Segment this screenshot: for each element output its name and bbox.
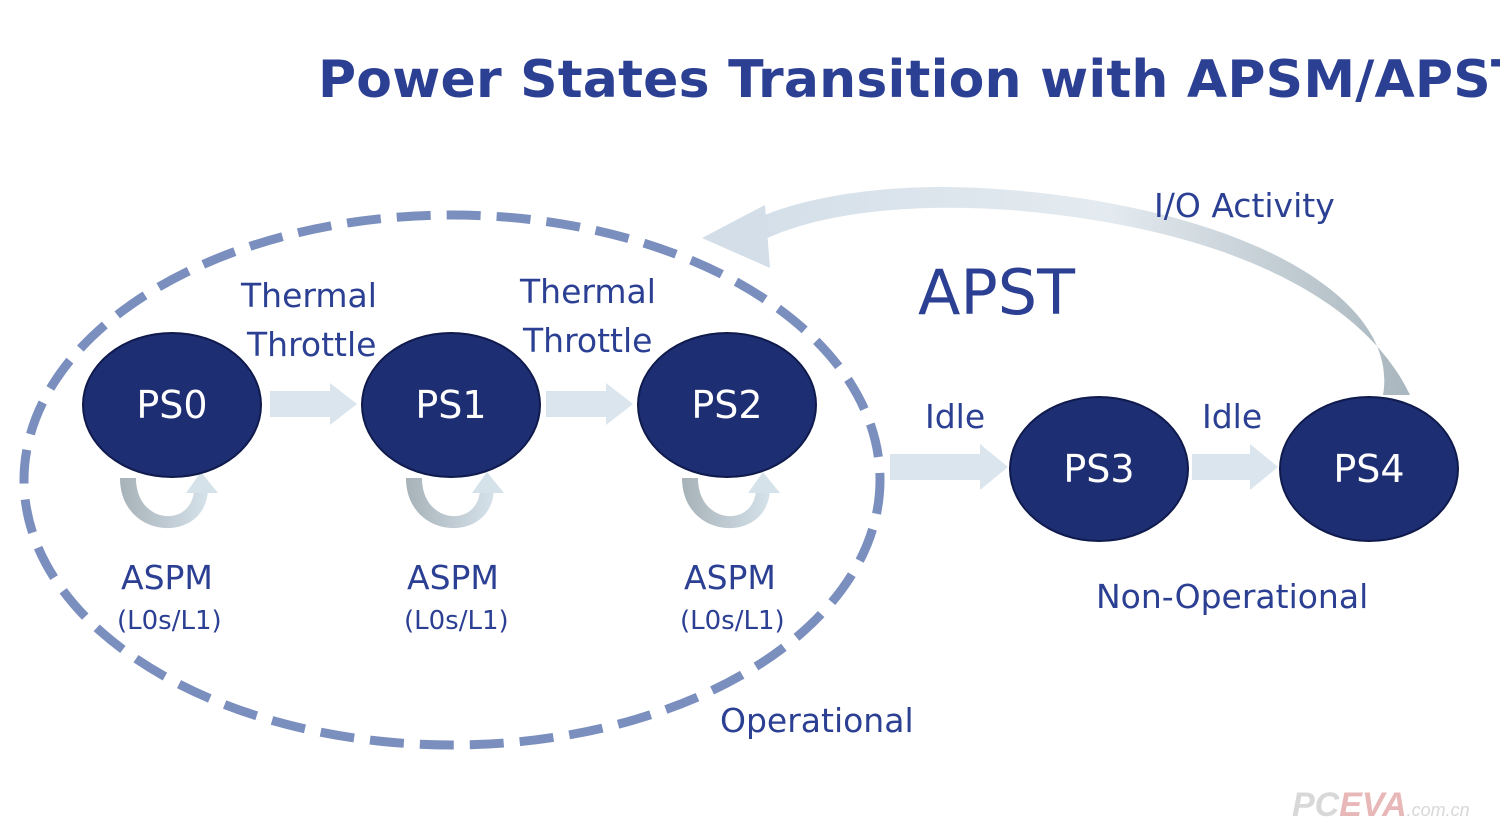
transition-label-ps0-ps1-line2: Throttle (247, 325, 377, 364)
operational-group-ellipse (19, 210, 885, 750)
io-activity-arrowhead (702, 205, 770, 268)
apst-label: APST (918, 256, 1076, 329)
self-loop-sublabel-ps1: (L0s/L1) (404, 606, 509, 636)
transition-label-ps1-ps2-line1: Thermal (520, 272, 656, 311)
self-loop-label-ps0: ASPM (121, 558, 213, 597)
group-label-non-operational: Non-Operational (1096, 577, 1369, 616)
self-loop-ps2 (682, 472, 780, 529)
state-node-ps1: PS1 (361, 332, 541, 478)
page-title: Power States Transition with APSM/APST (318, 50, 1500, 110)
self-loop-ps0 (120, 472, 218, 529)
group-label-operational: Operational (720, 701, 914, 740)
state-node-ps2: PS2 (637, 332, 817, 478)
transition-label-ps0-ps1-line1: Thermal (241, 276, 377, 315)
self-loop-sublabel-ps0: (L0s/L1) (117, 606, 222, 636)
watermark-logo: PCEVA.com.cn (1292, 786, 1470, 824)
io-activity-arc (735, 186, 1410, 395)
self-loop-sublabel-ps2: (L0s/L1) (680, 606, 785, 636)
self-loop-ps1 (406, 472, 504, 529)
arrow-ps1-ps2 (546, 383, 633, 425)
self-loop-label-ps1: ASPM (407, 558, 499, 597)
state-node-ps3: PS3 (1009, 396, 1189, 542)
transition-label-io-activity: I/O Activity (1154, 186, 1335, 225)
transition-label-ps3-ps4: Idle (1202, 397, 1263, 436)
state-node-ps0: PS0 (82, 332, 262, 478)
transition-label-ps2-ps3: Idle (925, 397, 986, 436)
arrow-ps0-ps1 (270, 383, 357, 425)
state-node-ps4: PS4 (1279, 396, 1459, 542)
arrow-ps2-ps3 (890, 444, 1008, 490)
self-loop-label-ps2: ASPM (684, 558, 776, 597)
transition-label-ps1-ps2-line2: Throttle (523, 321, 653, 360)
arrow-ps3-ps4 (1192, 444, 1278, 490)
